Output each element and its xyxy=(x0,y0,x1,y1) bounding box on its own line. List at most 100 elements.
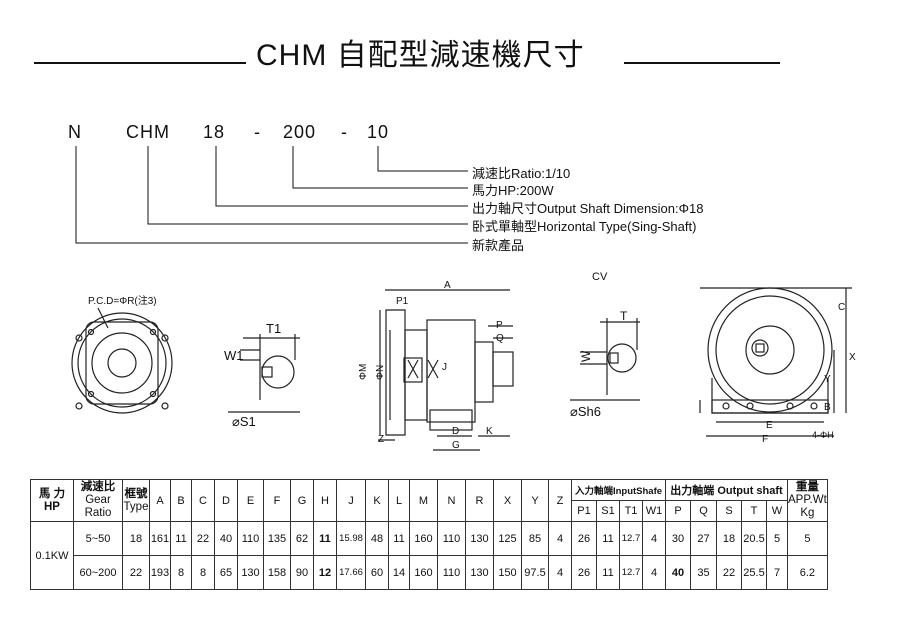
label-b: B xyxy=(824,402,831,413)
output-shaft-detail xyxy=(570,318,640,401)
table-cell: 90 xyxy=(290,555,314,590)
legend-hp: 馬力HP:200W xyxy=(472,183,554,198)
legend-shaft: 出力軸尺寸Output Shaft Dimension:Φ18 xyxy=(472,201,704,216)
table-cell: 158 xyxy=(263,555,291,590)
table-cell: 135 xyxy=(263,521,291,556)
table-cell: 18 xyxy=(122,521,150,556)
table-cell: 48 xyxy=(365,521,389,556)
table-cell: 85 xyxy=(521,521,549,556)
table-cell: 17.66 xyxy=(336,555,366,590)
label-p1: P1 xyxy=(396,296,409,307)
group-output-shaft: 出力軸端 Output shaft xyxy=(665,479,788,501)
table-cell: 193 xyxy=(149,555,171,590)
table-cell: 60 xyxy=(365,555,389,590)
label-p: P xyxy=(496,320,503,331)
table-cell: 22 xyxy=(122,555,150,590)
label-w1: W1 xyxy=(224,348,244,363)
col-dim: H xyxy=(313,479,337,522)
table-cell: 11 xyxy=(596,521,620,556)
table-cell: 25.5 xyxy=(741,555,767,590)
col-dim: N xyxy=(437,479,466,522)
label-n: ΦN xyxy=(375,365,386,380)
col-dim: R xyxy=(465,479,494,522)
table-cell: 6.2 xyxy=(787,555,828,590)
col-output: P xyxy=(665,500,691,522)
table-cell: 14 xyxy=(388,555,410,590)
code-part: N xyxy=(68,122,82,142)
col-dim: L xyxy=(388,479,410,522)
table-cell: 5~50 xyxy=(73,521,123,556)
label-f: F xyxy=(762,434,768,445)
label-a: A xyxy=(444,280,451,291)
col-output: S xyxy=(716,500,742,522)
table-cell: 35 xyxy=(690,555,717,590)
col-dim: Y xyxy=(521,479,549,522)
col-dim: G xyxy=(290,479,314,522)
table-cell: 110 xyxy=(437,521,466,556)
label-s1: ⌀S1 xyxy=(232,414,256,429)
side-view xyxy=(378,289,514,451)
label-z: Z xyxy=(378,434,384,445)
label-w: W xyxy=(579,350,593,362)
col-output: W xyxy=(766,500,788,522)
table-cell: 5 xyxy=(787,521,828,556)
table-cell: 5 xyxy=(766,521,788,556)
table-cell: 130 xyxy=(465,521,494,556)
table-cell: 22 xyxy=(191,521,215,556)
label-cv: CV xyxy=(592,271,608,283)
col-dim: J xyxy=(336,479,366,522)
table-cell: 4 xyxy=(548,521,572,556)
col-dim: C xyxy=(191,479,215,522)
table-cell: 65 xyxy=(214,555,238,590)
table-cell: 11 xyxy=(313,521,337,556)
table-cell: 130 xyxy=(465,555,494,590)
table-cell: 4 xyxy=(642,521,666,556)
code-leaders xyxy=(75,146,468,244)
label-c: C xyxy=(838,302,845,313)
label-x: X xyxy=(849,352,856,363)
title-rule-right xyxy=(624,62,780,64)
label-d: D xyxy=(452,426,459,437)
col-dim: E xyxy=(237,479,264,522)
col-input: P1 xyxy=(571,500,597,522)
table-cell: 18 xyxy=(716,521,742,556)
page-title: CHM 自配型減速機尺寸 xyxy=(256,39,585,72)
table-cell: 160 xyxy=(409,555,438,590)
code-part: - xyxy=(254,122,261,142)
table-cell: 11 xyxy=(170,521,192,556)
col-dim: D xyxy=(214,479,238,522)
table-cell: 20.5 xyxy=(741,521,767,556)
label-pcd: P.C.D=ΦR(注3) xyxy=(88,294,157,307)
table-cell: 8 xyxy=(191,555,215,590)
label-q: Q xyxy=(496,333,504,344)
table-cell: 4 xyxy=(642,555,666,590)
label-e: E xyxy=(766,420,773,431)
table-cell: 22 xyxy=(716,555,742,590)
legend-new: 新款產品 xyxy=(472,238,525,253)
label-sh6: ⌀Sh6 xyxy=(570,404,601,419)
col-dim: M xyxy=(409,479,438,522)
label-t1: T1 xyxy=(266,321,281,336)
hp-value-cell: 0.1KW xyxy=(30,521,74,590)
input-shaft-detail xyxy=(228,334,300,413)
table-cell: 12 xyxy=(313,555,337,590)
col-dim: K xyxy=(365,479,389,522)
table-cell: 8 xyxy=(170,555,192,590)
flange-front-view xyxy=(71,307,173,414)
table-cell: 26 xyxy=(571,521,597,556)
table-cell: 150 xyxy=(493,555,522,590)
col-dim: F xyxy=(263,479,291,522)
label-m: ΦM xyxy=(358,364,369,380)
table-cell: 110 xyxy=(437,555,466,590)
table-cell: 60~200 xyxy=(73,555,123,590)
table-cell: 97.5 xyxy=(521,555,549,590)
table-cell: 40 xyxy=(665,555,691,590)
code-part: 200 xyxy=(283,122,317,142)
